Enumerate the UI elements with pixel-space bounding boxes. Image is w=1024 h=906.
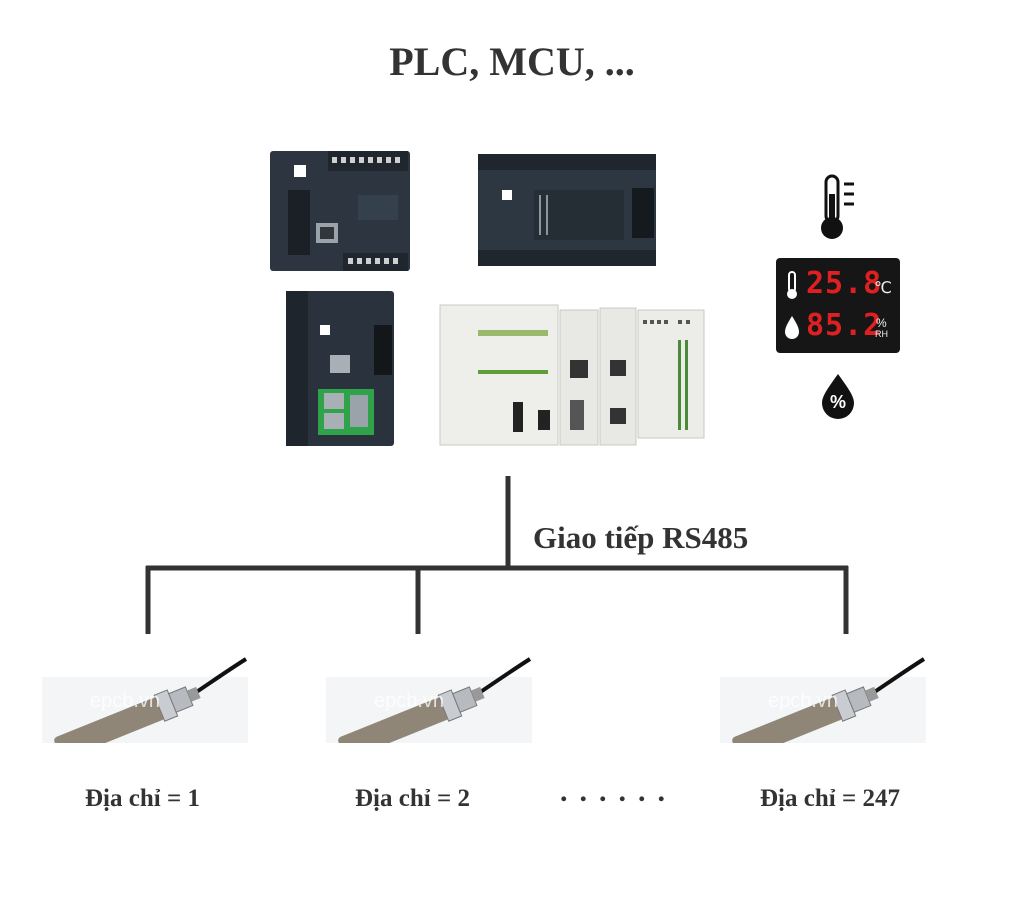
thermometer-icon [821,174,854,239]
temperature-humidity-display: 25.8 ℃ 85.2 % RH [776,258,900,353]
sensor-probe: epcb.vn [326,655,532,760]
temperature-readout: 25.8 [806,266,883,301]
bus-label: Giao tiếp RS485 [533,520,749,555]
humidity-drop-label: % [829,392,846,412]
humidity-readout: 85.2 [806,308,883,343]
watermark: epcb.vn [768,690,838,712]
plc-modular-controller [478,154,656,266]
sensor-probe-drawing: epcb.vn [720,657,926,760]
plc-rack-system [439,304,705,446]
hum-unit: % [876,316,887,330]
sensor-probe: epcb.vn [720,655,926,760]
temp-unit: ℃ [874,280,892,297]
watermark: epcb.vn [374,690,444,712]
humidity-drop-icon: % [820,372,856,420]
plc-compact-controller [270,151,410,271]
sensor-probe-drawing: epcb.vn [42,657,248,760]
diagram-title: PLC, MCU, ... [389,39,635,84]
hum-sub: RH [875,329,888,339]
thermometer-small-icon [787,271,797,299]
plc-ethernet-controller [286,291,394,446]
watermark: epcb.vn [90,690,160,712]
sensor-probe-drawing: epcb.vn [326,657,532,760]
sensor-address-label: Địa chỉ = 2 [355,785,470,812]
sensor-probe: epcb.vn [42,655,248,760]
sensor-address-label: Địa chỉ = 1 [85,785,200,812]
sensor-address-label: Địa chỉ = 247 [760,785,900,812]
ellipsis: ...... [560,775,677,808]
water-drop-small-icon [785,316,799,339]
